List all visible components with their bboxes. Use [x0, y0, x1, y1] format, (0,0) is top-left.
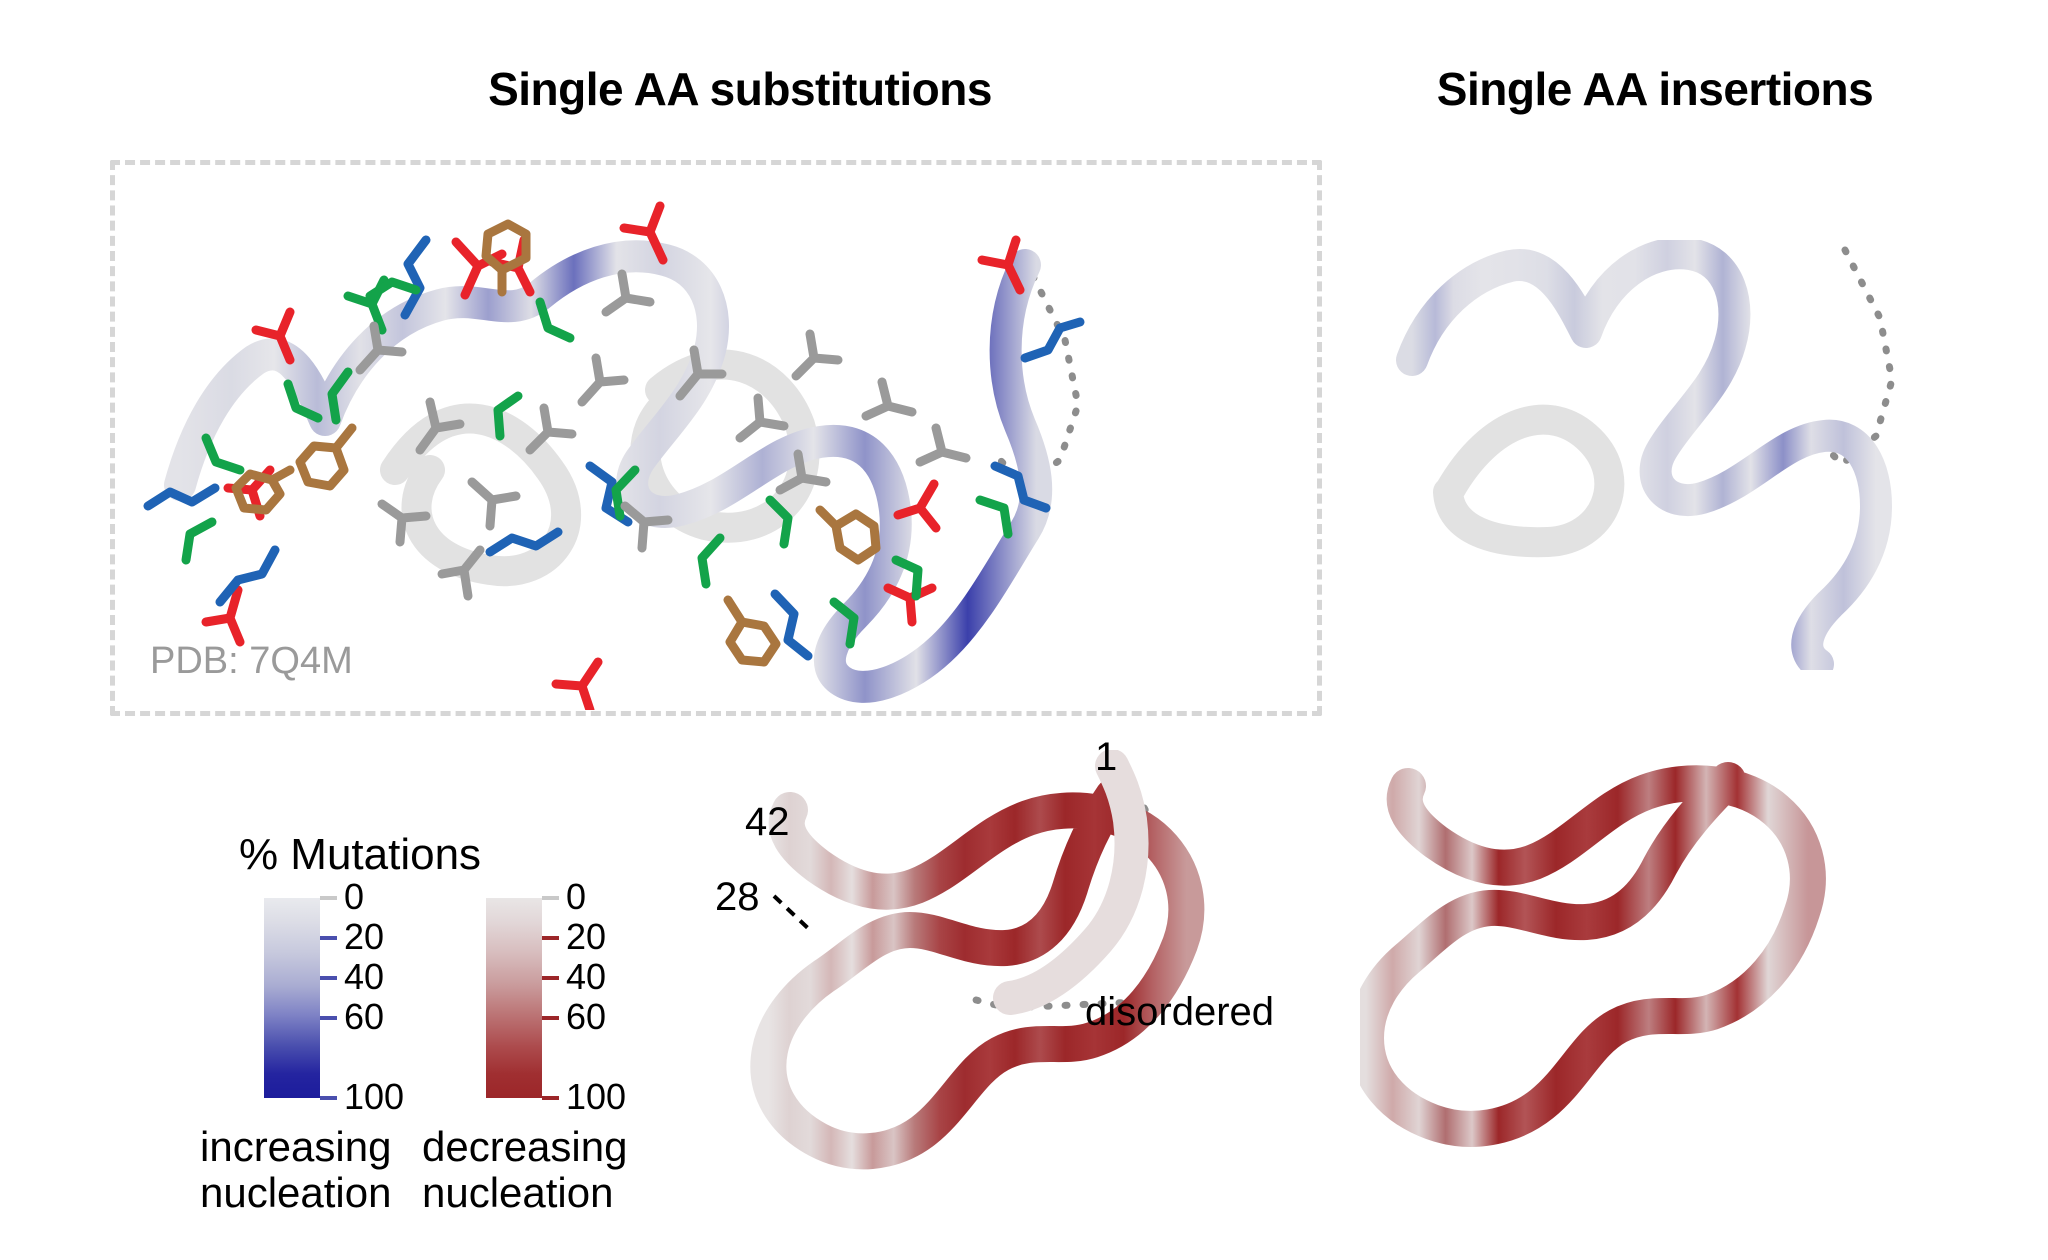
sidechain-polar-group: [181, 275, 1013, 649]
ghost-backbone-1: [380, 403, 582, 587]
colorbar-tickline: [542, 896, 559, 900]
colorbar-ticklabel: 0: [566, 876, 587, 917]
colorbar-tickline: [320, 976, 337, 980]
disordered-region-label: disordered: [1085, 990, 1275, 1034]
colorbar-ticklabel: 60: [566, 996, 607, 1037]
sidechain-hydrophobic-group: [355, 269, 971, 601]
ghost-backbone-2: [630, 349, 820, 543]
colorbar-tickline: [542, 1096, 559, 1100]
sidechain-acidic-group: [201, 201, 1025, 710]
pdb-code-label: PDB: 7Q4M: [150, 640, 353, 682]
colorbar-decreasing: [486, 898, 542, 1098]
colorbar-tickline: [320, 1016, 337, 1020]
legend-caption-decreasing-line2: nucleation: [422, 1169, 614, 1216]
structure-substitutions-sidechains: [143, 201, 1085, 710]
colorbar-ticklabel: 0: [344, 876, 365, 917]
residue-28-tickmark: [772, 894, 814, 934]
colorbar-tickline: [320, 936, 337, 940]
colorbar-ticklabel: 100: [566, 1076, 627, 1117]
colorbar-tickline: [320, 1096, 337, 1100]
colorbar-tickline: [542, 1016, 559, 1020]
colorbar-ticklabel: 40: [566, 956, 607, 997]
backbone-ribbon-ins-bottom: [1360, 762, 1826, 1147]
colorbar-tickline: [542, 976, 559, 980]
colorbar-ticklabel: 60: [344, 996, 385, 1037]
sidechain-basic-group: [143, 235, 1085, 661]
legend-title: % Mutations: [238, 830, 482, 879]
residue-label-1: 1: [1095, 735, 1118, 779]
colorbar-ticklabel: 20: [566, 916, 607, 957]
colorbar-ticklabel: 20: [344, 916, 385, 957]
legend-caption-increasing-line2: nucleation: [200, 1169, 392, 1216]
legend-caption-decreasing: decreasing nucleation: [422, 1124, 682, 1216]
backbone-ribbon-sub-bottom: [750, 778, 1205, 1170]
colorbar-ticklabel: 40: [344, 956, 385, 997]
structure-insertions-decreasing: [1360, 762, 1826, 1147]
sidechain-aromatic-group: [231, 219, 881, 667]
backbone-ribbon-insertions-top: [1396, 240, 1892, 670]
residue-label-42: 42: [745, 800, 790, 844]
legend-caption-increasing: increasing nucleation: [200, 1124, 420, 1216]
colorbar-tickline: [542, 936, 559, 940]
pdb-structure-box: [110, 160, 1322, 716]
legend-caption-decreasing-line1: decreasing: [422, 1123, 628, 1170]
structure-substitutions-decreasing: [750, 750, 1205, 1170]
backbone-ribbon-sub-bottom-tail: [993, 750, 1149, 1015]
ghost-backbone-insertions: [1433, 404, 1625, 558]
panel-title-substitutions: Single AA substitutions: [488, 63, 992, 115]
panel-title-insertions: Single AA insertions: [1436, 63, 1874, 115]
legend-caption-increasing-line1: increasing: [200, 1123, 392, 1170]
structure-insertions-increasing: [1396, 240, 1896, 670]
colorbar-ticklabel: 100: [344, 1076, 405, 1117]
colorbar-tickline: [320, 896, 337, 900]
colorbar-increasing: [264, 898, 320, 1098]
residue-label-28: 28: [715, 875, 760, 919]
